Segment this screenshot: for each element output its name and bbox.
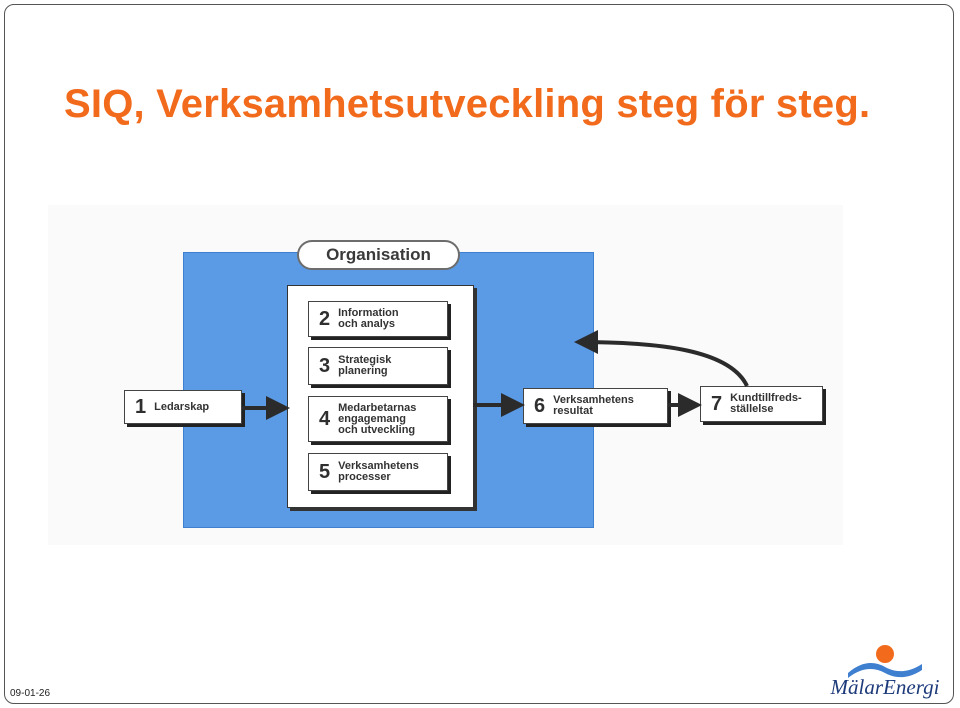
box-label: Verksamhetens resultat (553, 394, 634, 417)
box-verksamhetens-processer: 5 Verksamhetens processer (308, 453, 448, 491)
organisation-label: Organisation (297, 240, 460, 270)
slide-frame (4, 4, 954, 704)
box-strategisk-planering: 3 Strategisk planering (308, 347, 448, 385)
box-verksamhetens-resultat: 6 Verksamhetens resultat (523, 388, 668, 424)
slide-title: SIQ, Verksamhetsutveckling steg för steg… (64, 82, 871, 126)
box-number: 5 (319, 460, 331, 483)
box-label: Verksamhetens processer (338, 460, 419, 483)
box-information-och-analys: 2 Information och analys (308, 301, 448, 337)
box-number: 2 (319, 307, 331, 330)
box-label: Ledarskap (154, 400, 210, 413)
box-kundtillfredsstallelse: 7 Kundtillfreds- ställelse (700, 386, 823, 422)
arrow-feedback (574, 330, 749, 387)
box-label: Medarbetarnas engagemang och utveckling (338, 401, 417, 436)
box-number: 7 (711, 392, 723, 415)
box-ledarskap: 1 Ledarskap (124, 390, 242, 424)
box-medarbetarnas-engagemang: 4 Medarbetarnas engagemang och utvecklin… (308, 396, 448, 442)
box-label: Information och analys (338, 307, 399, 330)
logo-sun-wave-icon (848, 645, 922, 678)
box-number: 4 (319, 407, 331, 430)
box-label: Kundtillfreds- ställelse (730, 392, 802, 415)
box-label: Strategisk planering (338, 354, 392, 377)
logo-text: MälarEnergi (830, 675, 940, 699)
malarenergi-logo: MälarEnergi (826, 642, 944, 702)
box-number: 1 (135, 395, 147, 418)
footer-date: 09-01-26 (10, 688, 51, 699)
box-number: 3 (319, 354, 331, 377)
box-number: 6 (534, 394, 546, 417)
